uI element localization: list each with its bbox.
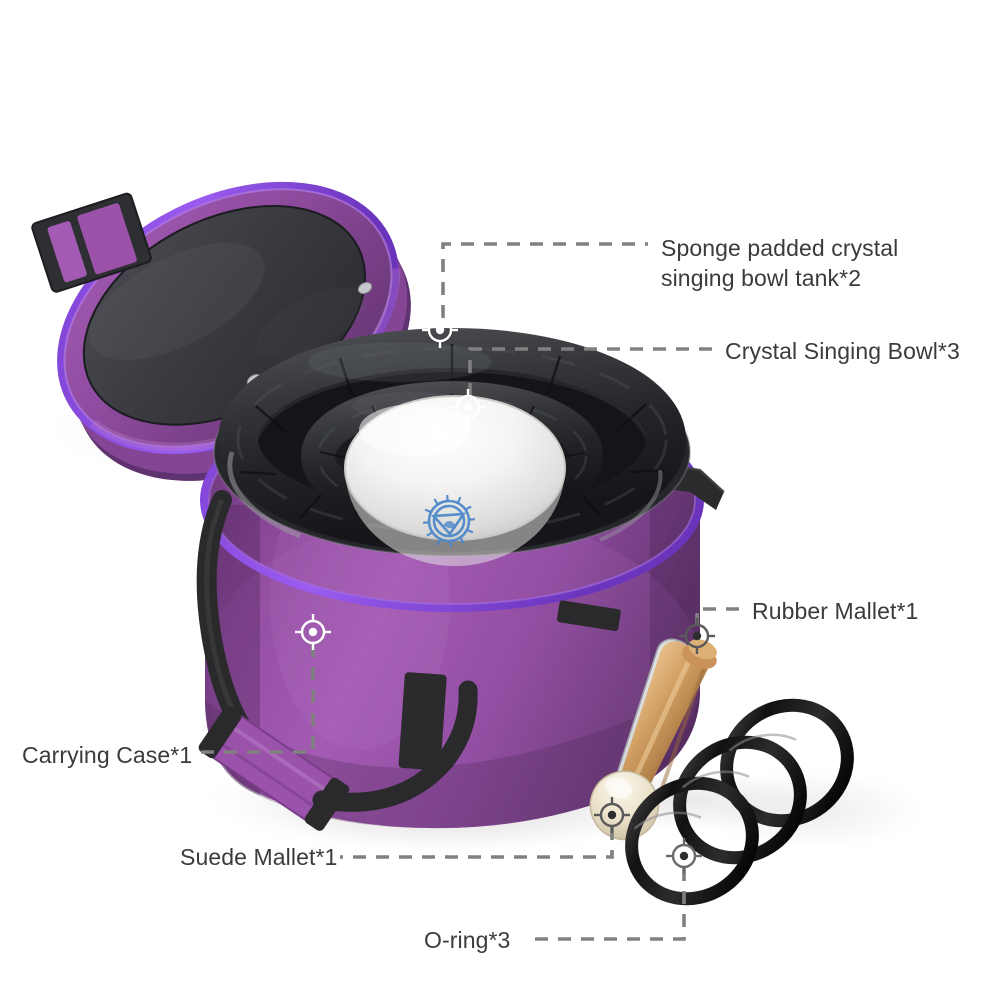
callout-label-carrying-case: Carrying Case*1 [22, 742, 193, 768]
crosshair-o-ring [666, 838, 702, 874]
crosshair-carrying-case [295, 614, 331, 650]
leader-lines [198, 242, 740, 941]
leader-bowl [468, 347, 712, 396]
leader-carrying [198, 644, 315, 754]
leader-oring [532, 868, 686, 941]
carrying-case-body [200, 388, 704, 829]
leader-suede [340, 827, 614, 859]
crosshair-rubber-mallet [679, 618, 715, 654]
crystal-singing-bowl [344, 395, 566, 566]
crosshair-suede-mallet [594, 797, 630, 833]
o-rings-highlights [633, 733, 797, 830]
shoulder-strap [196, 490, 478, 831]
case-side-handle-left [398, 672, 447, 771]
crosshair-markers [295, 312, 715, 874]
leader-sponge [441, 242, 648, 318]
lid-pull-tab [31, 192, 152, 293]
callout-label-o-ring: O-ring*3 [424, 927, 511, 953]
leader-rubber [695, 607, 740, 626]
callout-label-sponge-padded-tank: Sponge padded crystal singing bowl tank*… [661, 235, 899, 291]
crosshair-sponge-tank [422, 312, 458, 348]
callout-label-suede-mallet: Suede Mallet*1 [180, 844, 338, 870]
crosshair-crystal-bowl [450, 389, 486, 425]
chakra-emblem [422, 494, 476, 548]
callout-label-crystal-singing-bowl: Crystal Singing Bowl*3 [725, 338, 960, 364]
callout-label-rubber-mallet: Rubber Mallet*1 [752, 598, 919, 624]
o-rings [625, 698, 854, 906]
